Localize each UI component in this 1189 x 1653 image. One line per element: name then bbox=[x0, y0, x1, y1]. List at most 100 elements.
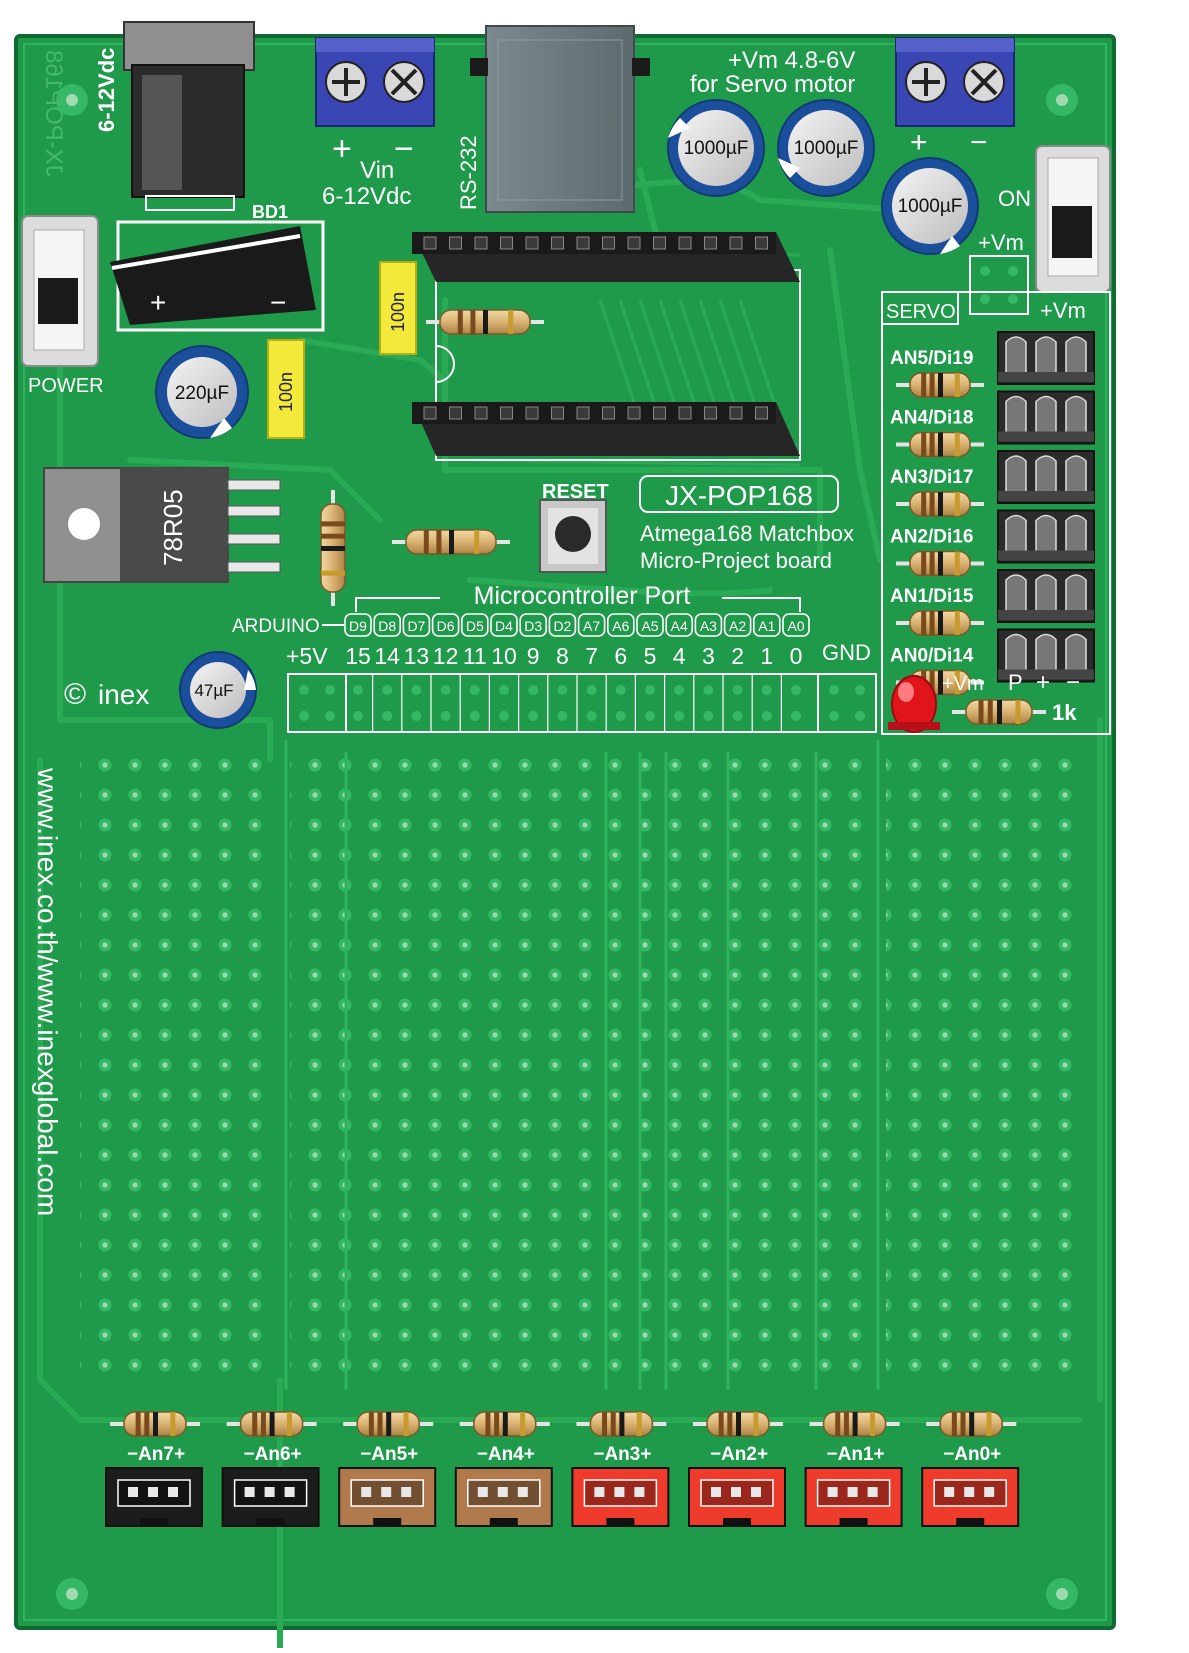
port-pad bbox=[382, 711, 393, 721]
reset-button[interactable] bbox=[539, 499, 607, 573]
servo-connector[interactable] bbox=[997, 390, 1095, 445]
vin-terminal-block[interactable] bbox=[315, 37, 435, 127]
analog-input-label: −An4+ bbox=[477, 1444, 535, 1465]
vin-range: 6-12Vdc bbox=[322, 183, 411, 210]
port-pad bbox=[411, 711, 422, 721]
servo-resistor bbox=[896, 372, 984, 398]
arduino-pin-d7: D7 bbox=[407, 618, 425, 634]
arduino-pin-a7: A7 bbox=[583, 618, 600, 634]
servo-section-box bbox=[881, 291, 1111, 735]
servo-power-switch[interactable] bbox=[1035, 145, 1111, 293]
rs232-connector[interactable] bbox=[470, 25, 650, 213]
port-pad bbox=[674, 711, 685, 721]
cap-1000-a-label: 1000µF bbox=[684, 138, 749, 159]
power-pad bbox=[299, 711, 309, 721]
servo-supply-line2: for Servo motor bbox=[690, 71, 855, 98]
servo-resistor bbox=[896, 550, 984, 577]
servo-resistor bbox=[896, 610, 984, 636]
cap-1000-c bbox=[881, 157, 979, 255]
servo-channel-label: AN3/Di17 bbox=[890, 467, 973, 488]
arduino-pin-box bbox=[694, 613, 723, 637]
servo-connector[interactable] bbox=[997, 331, 1095, 385]
arduino-pin-d6: D6 bbox=[437, 618, 455, 634]
film-cap-b-label: 100n bbox=[276, 372, 296, 412]
port-header bbox=[287, 673, 877, 733]
loose-resistors bbox=[320, 309, 544, 606]
cap-1000-b-label: 1000µF bbox=[794, 138, 859, 159]
analog-input-connector[interactable] bbox=[571, 1467, 670, 1527]
led-resistor bbox=[952, 699, 1046, 725]
port-pad bbox=[703, 685, 714, 695]
analog-input-connector[interactable] bbox=[338, 1467, 437, 1527]
arduino-pin-box bbox=[402, 613, 431, 637]
socket-pin-bottom bbox=[729, 406, 743, 420]
analog-input-connector[interactable] bbox=[105, 1467, 203, 1527]
analog-input-connector[interactable] bbox=[688, 1467, 786, 1527]
port-number-5: 5 bbox=[644, 643, 657, 669]
arduino-pin-box bbox=[723, 613, 752, 637]
cap-220-label: 220µF bbox=[175, 383, 229, 404]
port-pad bbox=[791, 685, 801, 695]
power-pad bbox=[325, 711, 335, 721]
power-pad bbox=[829, 685, 839, 695]
analog-input-connector[interactable] bbox=[454, 1467, 553, 1527]
resistor-reset bbox=[392, 529, 510, 555]
analog-input-label: −An3+ bbox=[593, 1444, 651, 1465]
servo-minus-label: − bbox=[1066, 669, 1080, 696]
analog-input-connector[interactable] bbox=[921, 1467, 1020, 1527]
power-switch[interactable] bbox=[21, 215, 99, 367]
socket-pin-bottom bbox=[653, 406, 666, 420]
port-number-15: 15 bbox=[345, 643, 371, 669]
servo-resistor-label: 1k bbox=[1052, 700, 1077, 725]
arduino-pin-d3: D3 bbox=[524, 618, 542, 634]
port-pad bbox=[761, 685, 772, 695]
power-pad bbox=[299, 685, 309, 695]
arduino-pin-a3: A3 bbox=[700, 618, 717, 634]
port-pad bbox=[469, 711, 480, 721]
socket-pin-bottom bbox=[704, 406, 717, 420]
cap-47-label: 47µF bbox=[194, 681, 233, 700]
analog-inputs: −An7+−An6+−An5+−An4+−An3+−An2+−An1+−An0+ bbox=[105, 1411, 1020, 1527]
analog-input-connector[interactable] bbox=[804, 1467, 903, 1527]
socket-pin-top bbox=[551, 236, 564, 250]
port-number-4: 4 bbox=[673, 643, 686, 669]
servo-resistor bbox=[896, 491, 984, 517]
arduino-pin-a1: A1 bbox=[758, 618, 775, 634]
arduino-pin-box bbox=[490, 613, 518, 637]
servo-connector[interactable] bbox=[997, 450, 1095, 504]
board-title-box bbox=[639, 475, 839, 513]
port-pad bbox=[586, 685, 597, 695]
socket-pin-bottom bbox=[678, 406, 692, 420]
servo-terminal-block[interactable] bbox=[895, 37, 1015, 127]
arduino-pin-box bbox=[782, 613, 810, 637]
film-cap-a bbox=[379, 261, 417, 355]
servo-vm-2: +Vm bbox=[1040, 298, 1086, 323]
dc-jack bbox=[123, 21, 255, 211]
port-pad bbox=[499, 711, 509, 721]
analog-input-connector[interactable] bbox=[221, 1467, 320, 1527]
socket-pin-bottom bbox=[576, 406, 590, 420]
bridge-plus: + bbox=[150, 287, 166, 318]
servo-connector[interactable] bbox=[997, 509, 1095, 564]
port-pad bbox=[791, 711, 801, 721]
socket-pin-top bbox=[449, 236, 462, 250]
analog-input-resistor bbox=[110, 1411, 200, 1437]
servo-connector[interactable] bbox=[997, 569, 1095, 623]
servo-switch-on: ON bbox=[998, 186, 1031, 211]
arduino-pin-d9: D9 bbox=[349, 618, 367, 634]
arduino-pin-box bbox=[519, 613, 548, 637]
socket-pin-top bbox=[423, 236, 437, 250]
arduino-pin-box bbox=[373, 613, 402, 637]
port-pad bbox=[353, 711, 363, 721]
arduino-pin-d2: D2 bbox=[553, 618, 571, 634]
servo-plus-label: + bbox=[1036, 669, 1050, 696]
port-pad bbox=[528, 711, 539, 721]
servo-connector[interactable] bbox=[997, 628, 1095, 683]
arduino-pin-d4: D4 bbox=[495, 618, 513, 634]
arduino-pin-box bbox=[752, 613, 781, 637]
socket-pin-bottom bbox=[627, 406, 641, 420]
port-pad bbox=[469, 685, 480, 695]
power-pad bbox=[855, 685, 865, 695]
